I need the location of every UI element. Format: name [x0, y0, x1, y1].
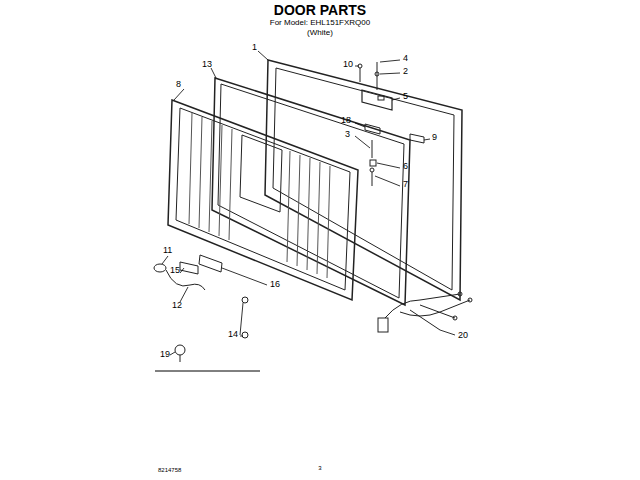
- callout-number: 4: [403, 54, 408, 63]
- callout-number: 2: [403, 67, 408, 76]
- callout-number: 20: [458, 331, 468, 340]
- callout-number: 8: [176, 80, 181, 89]
- callout-number: 1: [252, 43, 257, 52]
- callout-number: 10: [343, 60, 353, 69]
- callout-number: 13: [202, 60, 212, 69]
- color-text: (White): [307, 29, 333, 37]
- callout-number: 3: [345, 130, 350, 139]
- callout-number: 12: [172, 301, 182, 310]
- callout-number: 5: [403, 92, 408, 101]
- callout-number: 6: [403, 162, 408, 171]
- model-text: For Model: EHL151FXRQ00: [270, 19, 371, 27]
- callout-number: 14: [228, 330, 238, 339]
- page-number: 3: [318, 465, 321, 471]
- page-title: DOOR PARTS: [274, 3, 366, 17]
- callout-number: 18: [341, 116, 351, 125]
- callout-number: 15: [170, 266, 180, 275]
- callout-number: 11: [163, 246, 172, 255]
- callout-number: 19: [160, 350, 170, 359]
- document-number: 8214758: [158, 467, 181, 473]
- callout-number: 7: [403, 180, 408, 189]
- callout-number: 16: [270, 280, 280, 289]
- callout-number: 9: [432, 133, 437, 142]
